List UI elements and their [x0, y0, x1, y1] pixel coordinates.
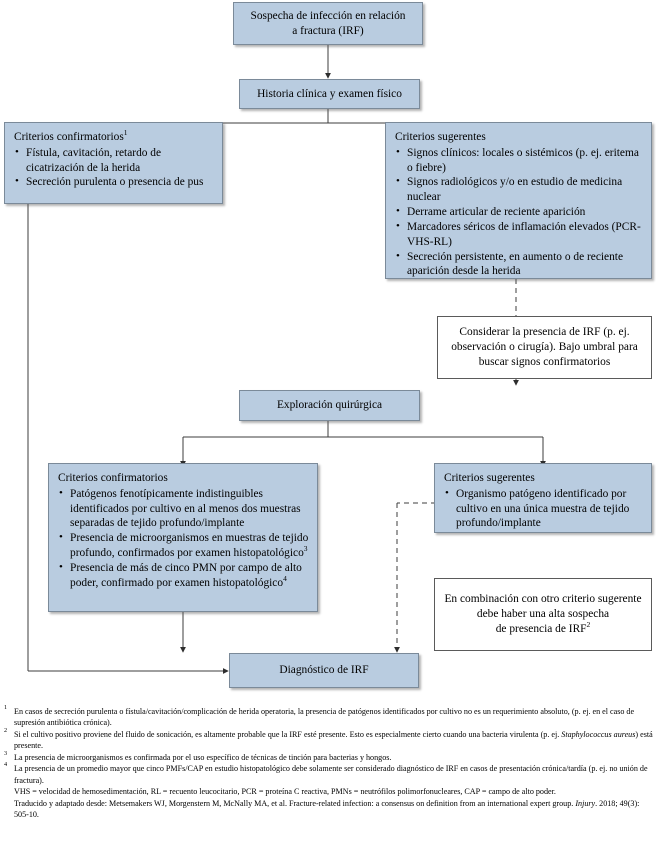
source-journal: Injury — [575, 798, 596, 808]
list-item: Patógenos fenotípicamente indistinguible… — [58, 486, 309, 531]
suggestive-clinical-body: Criterios sugerentes Signos clínicos: lo… — [386, 123, 651, 285]
suggestive-surgical-header: Criterios sugerentes — [444, 472, 535, 484]
confirmatory-clinical-body: Criterios confirmatorios1 Fístula, cavit… — [5, 123, 222, 196]
consider-line-1: Considerar la presencia de IRF (p. ej. — [459, 326, 630, 339]
footnote-marker: 2 — [4, 726, 8, 734]
combination-line-2: debe haber una alta sospecha — [476, 608, 610, 621]
confirmatory-surgical-body: Criterios confirmatorios Patógenos fenot… — [49, 464, 317, 597]
node-suggestive-surgical[interactable]: Criterios sugerentes Organismo patógeno … — [434, 463, 652, 533]
footnotes-section: 1 En casos de secreción purulenta o físt… — [0, 704, 656, 821]
footnote-text-before: Si el cultivo positivo proviene del flui… — [14, 729, 562, 739]
note-consider-irf: Considerar la presencia de IRF (p. ej. o… — [437, 316, 652, 379]
node-suspicion-text: Sospecha de infección en relación a frac… — [234, 3, 422, 44]
node-confirmatory-clinical[interactable]: Criterios confirmatorios1 Fístula, cavit… — [4, 122, 223, 204]
suspicion-line-1: Sospecha de infección en relación — [250, 9, 406, 22]
note-consider-irf-text: Considerar la presencia de IRF (p. ej. o… — [438, 317, 651, 378]
confirmatory-clinical-header: Criterios confirmatorios1 — [14, 128, 214, 145]
node-diagnosis-label: Diagnóstico de IRF — [279, 664, 369, 677]
confirmatory-surgical-list: Patógenos fenotípicamente indistinguible… — [58, 486, 309, 591]
combination-line-1: En combinación con otro criterio sugeren… — [444, 593, 642, 606]
combination-line-3: de presencia de IRF — [495, 622, 587, 635]
confirmatory-surgical-header: Criterios confirmatorios — [58, 472, 168, 484]
source-text-before: Traducido y adaptado desde: Metsemakers … — [14, 798, 576, 808]
footnote-marker: 4 — [4, 761, 8, 769]
list-item: Secreción purulenta o presencia de pus — [14, 174, 214, 190]
suspicion-line-2: a fractura (IRF) — [292, 24, 364, 37]
consider-line-2: observación o cirugía). Bajo umbral para — [451, 341, 638, 354]
node-suspicion[interactable]: Sospecha de infección en relación a frac… — [233, 2, 423, 45]
list-item: Signos clínicos: locales o sistémicos (p… — [395, 145, 643, 176]
list-item: Marcadores séricos de inflamación elevad… — [395, 219, 643, 250]
list-item-text: Presencia de microorganismos en muestras… — [70, 532, 309, 560]
list-item: Derrame articular de reciente aparición — [395, 204, 643, 220]
combination-sup: 2 — [586, 620, 591, 630]
footnote-text-after: ) está presente. — [14, 729, 653, 751]
consider-line-3: buscar signos confirmatorios — [478, 355, 611, 368]
note-combination-text: En combinación con otro criterio sugeren… — [435, 579, 651, 650]
footnote-text: La presencia de un promedio mayor que ci… — [14, 764, 648, 785]
footnote-marker: 1 — [4, 704, 8, 711]
confirmatory-clinical-header-text: Criterios confirmatorios — [14, 131, 124, 143]
list-item-text: Presencia de más de cinco PMN por campo … — [70, 561, 302, 589]
footnote-4: 4 La presencia de un promedio mayor que … — [0, 761, 656, 786]
suggestive-surgical-body: Criterios sugerentes Organismo patógeno … — [435, 464, 651, 537]
node-surgical-exploration[interactable]: Exploración quirúrgica — [239, 390, 420, 421]
footnote-italic: Staphylococcus aureus — [561, 729, 636, 739]
list-item-text: Patógenos fenotípicamente indistinguible… — [70, 487, 301, 530]
node-suggestive-clinical[interactable]: Criterios sugerentes Signos clínicos: lo… — [385, 122, 652, 279]
legend-abbreviations-text: VHS = velocidad de hemosedimentación, RL… — [14, 787, 556, 797]
list-item-sup: 3 — [303, 544, 308, 554]
list-item: Fístula, cavitación, retardo de cicatriz… — [14, 145, 214, 176]
source-text-after: . 2018; 49(3): 505-10. — [14, 798, 640, 820]
footnote-3: 3 La presencia de microorganismos es con… — [0, 749, 656, 763]
node-diagnosis[interactable]: Diagnóstico de IRF — [229, 653, 419, 688]
node-confirmatory-surgical[interactable]: Criterios confirmatorios Patógenos fenot… — [48, 463, 318, 612]
list-item: Presencia de microorganismos en muestras… — [58, 530, 309, 561]
footnote-text: En casos de secreción purulenta o fístul… — [14, 707, 635, 728]
suggestive-clinical-list: Signos clínicos: locales o sistémicos (p… — [395, 145, 643, 280]
confirmatory-clinical-header-sup: 1 — [123, 128, 128, 138]
node-history-label: Historia clínica y examen físico — [257, 87, 402, 100]
footnote-1: 1 En casos de secreción purulenta o físt… — [0, 704, 656, 729]
suggestive-surgical-list: Organismo patógeno identificado por cult… — [444, 486, 643, 531]
footnote-marker: 3 — [4, 749, 8, 757]
node-surgical-exploration-label: Exploración quirúrgica — [276, 399, 383, 412]
footnote-2: 2 Si el cultivo positivo proviene del fl… — [0, 726, 656, 752]
suggestive-clinical-header: Criterios sugerentes — [395, 131, 486, 143]
note-combination: En combinación con otro criterio sugeren… — [434, 578, 652, 651]
list-item: Organismo patógeno identificado por cult… — [444, 486, 643, 531]
list-item: Signos radiológicos y/o en estudio de me… — [395, 174, 643, 205]
list-item: Presencia de más de cinco PMN por campo … — [58, 560, 309, 591]
list-item: Secreción persistente, en aumento o de r… — [395, 249, 643, 280]
legend-abbreviations: VHS = velocidad de hemosedimentación, RL… — [0, 786, 656, 797]
list-item-sup: 4 — [283, 574, 287, 583]
confirmatory-clinical-list: Fístula, cavitación, retardo de cicatriz… — [14, 145, 214, 190]
legend-source: Traducido y adaptado desde: Metsemakers … — [0, 798, 656, 821]
node-history[interactable]: Historia clínica y examen físico — [239, 79, 420, 109]
footnote-text: La presencia de microorganismos es confi… — [14, 752, 392, 762]
